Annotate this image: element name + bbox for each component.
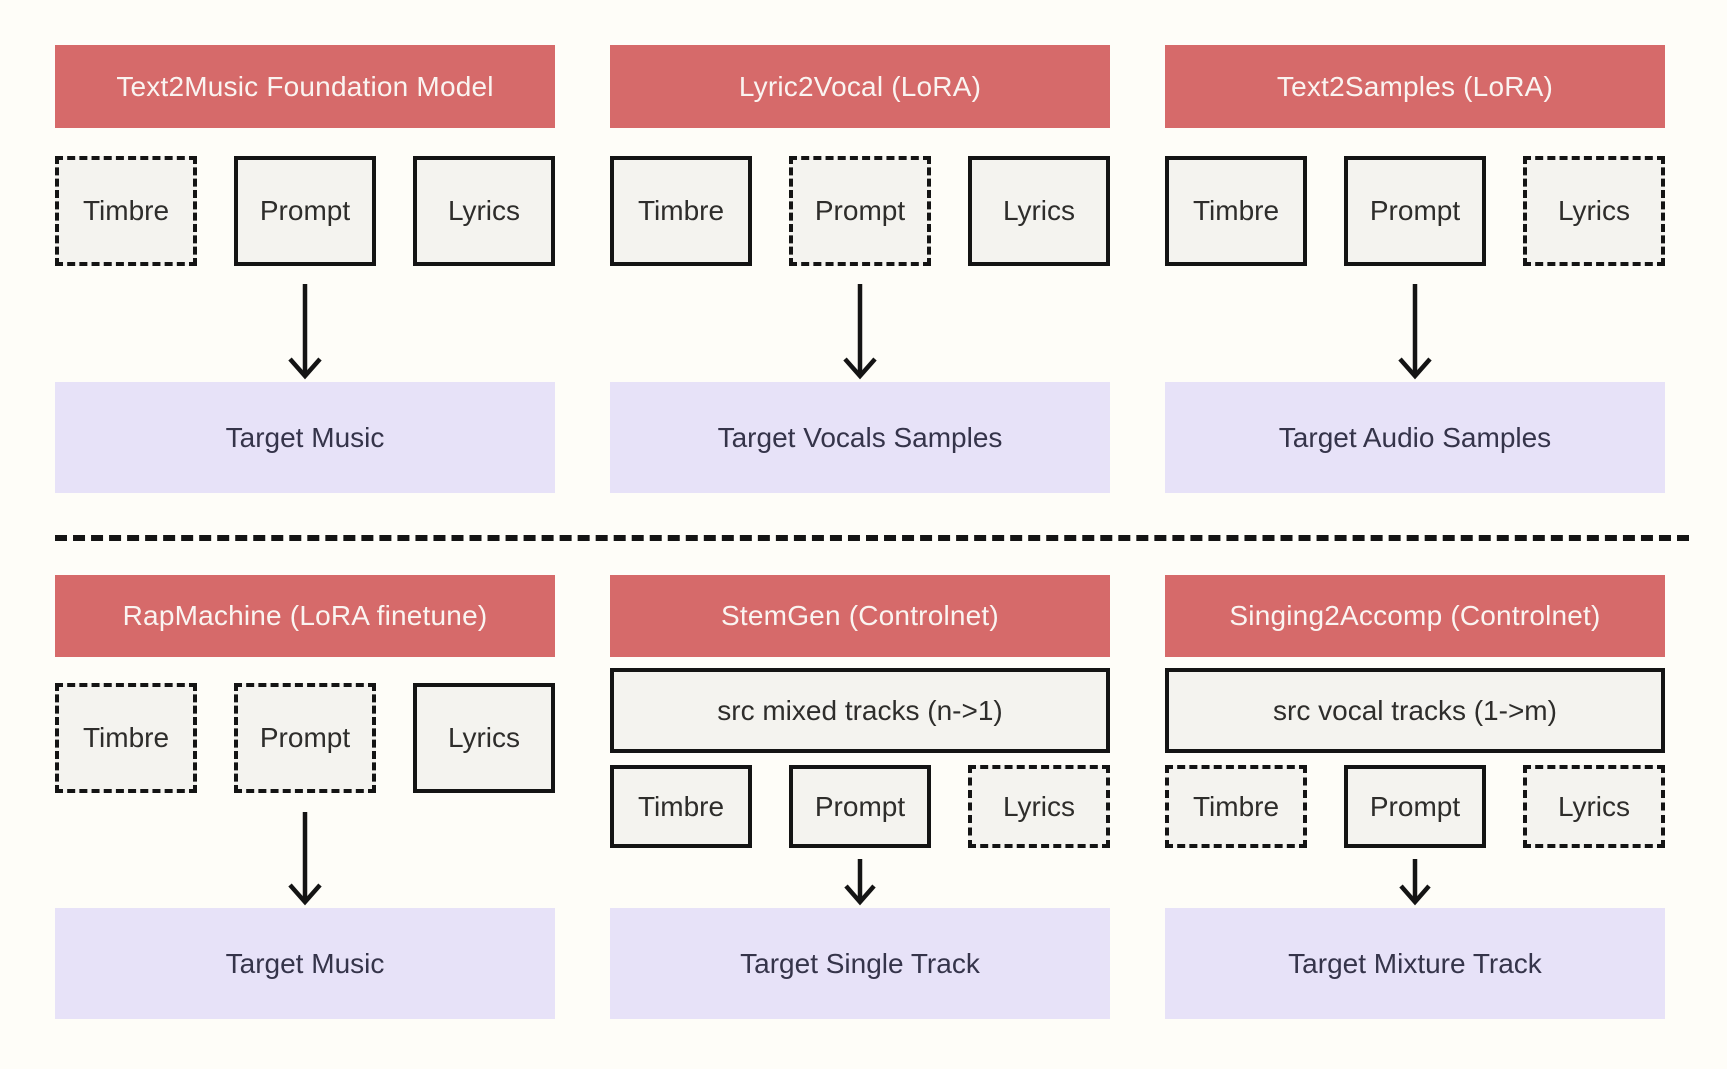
panel-title-label: Lyric2Vocal (LoRA): [738, 70, 982, 102]
bottom-row: RapMachine (LoRA finetune) Timbre Prompt…: [55, 575, 1665, 1019]
input-label: Lyrics: [447, 195, 521, 226]
input-box-lyrics: Lyrics: [413, 156, 555, 266]
input-label: Timbre: [1192, 195, 1280, 226]
down-arrow-icon: [1398, 284, 1432, 380]
down-arrow-icon: [288, 284, 322, 380]
input-box-prompt: Prompt: [789, 156, 931, 266]
target-label: Target Audio Samples: [1278, 421, 1552, 453]
input-box-lyrics: Lyrics: [968, 765, 1110, 848]
input-box-prompt: Prompt: [234, 156, 376, 266]
input-box-lyrics: Lyrics: [968, 156, 1110, 266]
inputs-row: Timbre Prompt Lyrics: [55, 683, 555, 793]
inputs-row: Timbre Prompt Lyrics: [55, 156, 555, 266]
panel-title-label: StemGen (Controlnet): [721, 600, 999, 631]
input-label: Lyrics: [447, 722, 521, 753]
input-box-lyrics: Lyrics: [1523, 156, 1665, 266]
input-label: Lyrics: [1557, 195, 1631, 226]
input-label: Lyrics: [1002, 790, 1076, 822]
panel-title: Lyric2Vocal (LoRA): [610, 45, 1110, 128]
input-label: Prompt: [814, 195, 906, 226]
panel-title: StemGen (Controlnet): [610, 575, 1110, 657]
input-label: Timbre: [82, 195, 170, 226]
panel-title: Text2Samples (LoRA): [1165, 45, 1665, 128]
top-row: Text2Music Foundation Model Timbre Promp…: [55, 45, 1665, 493]
panel-text2music: Text2Music Foundation Model Timbre Promp…: [55, 45, 555, 493]
down-arrow-icon: [1399, 859, 1431, 906]
input-box-timbre: Timbre: [1165, 156, 1307, 266]
flow-arrow: [610, 266, 1110, 382]
inputs-row: Timbre Prompt Lyrics: [610, 765, 1110, 848]
input-box-prompt: Prompt: [789, 765, 931, 848]
input-label: Prompt: [1369, 790, 1461, 822]
target-box: Target Audio Samples: [1165, 382, 1665, 493]
target-label: Target Vocals Samples: [717, 421, 1003, 453]
src-tracks-box: src mixed tracks (n->1): [610, 668, 1110, 753]
src-tracks-box: src vocal tracks (1->m): [1165, 668, 1665, 753]
down-arrow-icon: [843, 284, 877, 380]
input-box-timbre: Timbre: [55, 156, 197, 266]
input-label: Lyrics: [1557, 790, 1631, 822]
input-label: Prompt: [259, 722, 351, 753]
panel-stemgen: StemGen (Controlnet) src mixed tracks (n…: [610, 575, 1110, 1019]
panel-title-label: Text2Music Foundation Model: [116, 70, 494, 102]
panel-lyric2vocal: Lyric2Vocal (LoRA) Timbre Prompt Lyrics: [610, 45, 1110, 493]
input-box-prompt: Prompt: [1344, 765, 1486, 848]
down-arrow-icon: [288, 812, 322, 906]
target-box: Target Music: [55, 908, 555, 1019]
target-box: Target Mixture Track: [1165, 908, 1665, 1019]
inputs-row: Timbre Prompt Lyrics: [610, 156, 1110, 266]
panel-singing2accomp: Singing2Accomp (Controlnet) src vocal tr…: [1165, 575, 1665, 1019]
target-label: Target Music: [225, 947, 385, 979]
target-box: Target Music: [55, 382, 555, 493]
input-label: Timbre: [637, 790, 725, 822]
input-label: Prompt: [814, 790, 906, 822]
src-tracks-label: src vocal tracks (1->m): [1273, 694, 1557, 726]
panel-title: Singing2Accomp (Controlnet): [1165, 575, 1665, 657]
panel-text2samples: Text2Samples (LoRA) Timbre Prompt Lyrics: [1165, 45, 1665, 493]
input-label: Timbre: [1192, 790, 1280, 822]
target-label: Target Single Track: [740, 947, 980, 979]
diagram-page: Text2Music Foundation Model Timbre Promp…: [55, 45, 1689, 1019]
down-arrow-icon: [844, 859, 876, 906]
panel-title: Text2Music Foundation Model: [55, 45, 555, 128]
panel-title-label: Text2Samples (LoRA): [1276, 70, 1554, 102]
input-label: Lyrics: [1002, 195, 1076, 226]
target-box: Target Vocals Samples: [610, 382, 1110, 493]
inputs-row: Timbre Prompt Lyrics: [1165, 765, 1665, 848]
target-label: Target Music: [225, 421, 385, 453]
input-label: Prompt: [259, 195, 351, 226]
input-box-timbre: Timbre: [610, 765, 752, 848]
panel-title: RapMachine (LoRA finetune): [55, 575, 555, 657]
input-box-prompt: Prompt: [234, 683, 376, 793]
flow-arrow: [55, 793, 555, 908]
src-tracks-label: src mixed tracks (n->1): [717, 694, 1003, 726]
panel-title-label: Singing2Accomp (Controlnet): [1229, 600, 1601, 631]
target-box: Target Single Track: [610, 908, 1110, 1019]
target-label: Target Mixture Track: [1288, 947, 1542, 979]
input-box-lyrics: Lyrics: [413, 683, 555, 793]
input-box-timbre: Timbre: [1165, 765, 1307, 848]
input-box-timbre: Timbre: [610, 156, 752, 266]
panel-rapmachine: RapMachine (LoRA finetune) Timbre Prompt…: [55, 575, 555, 1019]
flow-arrow: [55, 266, 555, 382]
input-label: Prompt: [1369, 195, 1461, 226]
flow-arrow: [610, 848, 1110, 908]
section-divider: [55, 535, 1689, 541]
flow-arrow: [1165, 848, 1665, 908]
input-label: Timbre: [637, 195, 725, 226]
inputs-row: Timbre Prompt Lyrics: [1165, 156, 1665, 266]
flow-arrow: [1165, 266, 1665, 382]
input-box-timbre: Timbre: [55, 683, 197, 793]
panel-title-label: RapMachine (LoRA finetune): [122, 600, 488, 631]
input-label: Timbre: [82, 722, 170, 753]
input-box-lyrics: Lyrics: [1523, 765, 1665, 848]
input-box-prompt: Prompt: [1344, 156, 1486, 266]
